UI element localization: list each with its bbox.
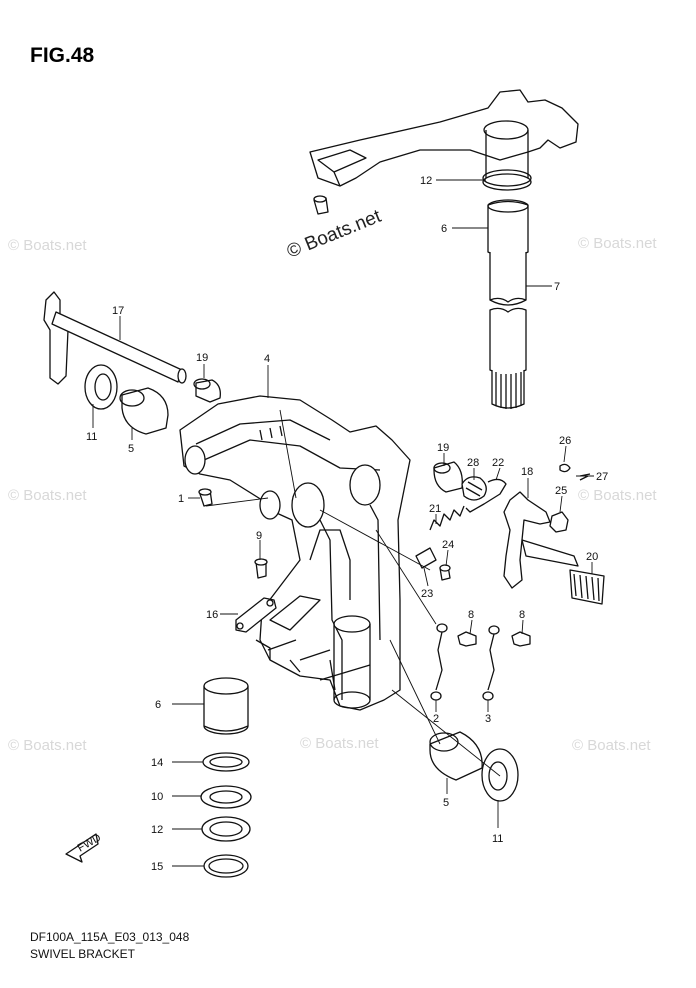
callout-21: 21 bbox=[429, 503, 441, 515]
leader-lines bbox=[92, 179, 594, 867]
callout-2: 2 bbox=[433, 713, 439, 725]
watermark: © Boats.net bbox=[8, 737, 87, 754]
callout-8: 8 bbox=[519, 609, 525, 621]
plate-16 bbox=[235, 597, 277, 633]
callout-22: 22 bbox=[492, 457, 504, 469]
bolt-1 bbox=[198, 488, 213, 507]
tilt-tube bbox=[43, 291, 187, 385]
callout-24: 24 bbox=[442, 539, 454, 551]
callout-9: 9 bbox=[256, 530, 262, 542]
watermark: © Boats.net bbox=[578, 235, 657, 252]
callout-6: 6 bbox=[441, 223, 447, 235]
fwd-label: FWD bbox=[76, 832, 104, 855]
callout-19: 19 bbox=[437, 442, 449, 454]
callout-23: 23 bbox=[421, 588, 433, 600]
callout-12: 12 bbox=[151, 824, 163, 836]
callout-11: 11 bbox=[492, 833, 503, 845]
bolt-9 bbox=[254, 558, 268, 579]
callout-11: 11 bbox=[86, 431, 97, 443]
swivel-bracket bbox=[179, 395, 411, 711]
figure-title: FIG.48 bbox=[30, 44, 95, 67]
lower-right-bushing bbox=[429, 731, 519, 802]
callout-3: 3 bbox=[485, 713, 491, 725]
callout-25: 25 bbox=[555, 485, 567, 497]
callout-5: 5 bbox=[443, 797, 449, 809]
callout-5: 5 bbox=[128, 443, 134, 455]
watermark-center: © Boats.net bbox=[284, 206, 385, 263]
diagram-name: SWIVEL BRACKET bbox=[30, 947, 136, 961]
watermark: © Boats.net bbox=[8, 237, 87, 254]
bushings-left bbox=[84, 364, 221, 435]
callout-8: 8 bbox=[468, 609, 474, 621]
callout-15: 15 bbox=[151, 861, 163, 873]
ground-leads bbox=[430, 623, 531, 701]
watermark: © Boats.net bbox=[572, 737, 651, 754]
callout-12: 12 bbox=[420, 175, 432, 187]
callout-26: 26 bbox=[559, 435, 571, 447]
lock-mechanism bbox=[415, 461, 605, 605]
callout-4: 4 bbox=[264, 353, 270, 365]
callout-20: 20 bbox=[586, 551, 598, 563]
callout-7: 7 bbox=[554, 281, 560, 293]
callout-19: 19 bbox=[196, 352, 208, 364]
callout-28: 28 bbox=[467, 457, 479, 469]
callout-18: 18 bbox=[521, 466, 533, 478]
callout-27: 27 bbox=[596, 471, 608, 483]
watermark: © Boats.net bbox=[578, 487, 657, 504]
watermark: © Boats.net bbox=[300, 735, 379, 752]
callout-17: 17 bbox=[112, 305, 124, 317]
lower-bushing-stack bbox=[200, 677, 252, 878]
callout-16: 16 bbox=[206, 609, 218, 621]
callout-numbers: 12 6 7 17 19 4 11 5 1 9 16 19 28 22 26 1… bbox=[86, 175, 608, 873]
diagram-code: DF100A_115A_E03_013_048 bbox=[30, 930, 190, 944]
callout-14: 14 bbox=[151, 757, 163, 769]
callout-1: 1 bbox=[178, 493, 184, 505]
steering-arm bbox=[309, 89, 579, 409]
watermark: © Boats.net bbox=[8, 487, 87, 504]
callout-10: 10 bbox=[151, 791, 163, 803]
callout-6: 6 bbox=[155, 699, 161, 711]
fwd-arrow: FWD bbox=[65, 832, 104, 863]
